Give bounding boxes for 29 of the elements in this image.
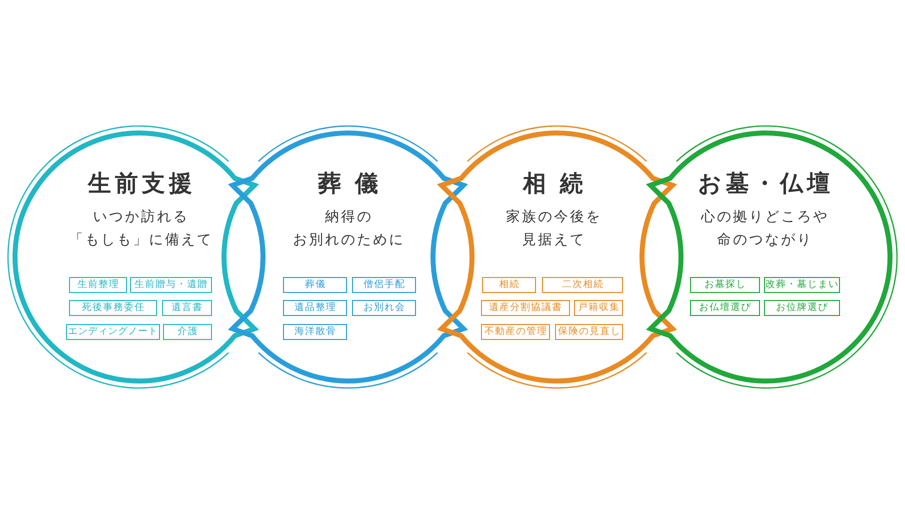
circle-heading: 相続 [522,171,597,199]
service-tag: 介護 [163,324,212,340]
circle-subtitle: 心の拠りどころや命のつながり [700,208,829,250]
service-tag: 遺言書 [162,300,212,316]
circle-heading: お墓・仏壇 [697,171,834,199]
service-tag: 生前贈与・遺贈 [130,277,212,293]
circle-subtitle: いつか訪れる「もしも」に備えて [68,208,213,250]
circle-subtitle: 家族の今後を見据えて [505,208,602,250]
service-tag: 生前整理 [69,277,127,293]
service-tag: 保険の見直し [555,324,623,340]
service-tag: 葬儀 [283,277,347,293]
service-tag: 相続 [482,277,536,293]
circle-heading: 生前支援 [86,171,196,199]
service-tag: 不動産の管理 [481,324,550,340]
service-tag: 遺品整理 [283,300,347,316]
circle-subtitle: 納得のお別れのために [292,208,405,250]
service-tag: 僧侶手配 [352,277,416,293]
service-tag: お仏壇選び [690,300,760,316]
service-tag: 二次相続 [542,277,623,293]
service-tag: お別れ会 [352,300,416,316]
service-tag: 改葬・墓じまい [764,277,840,293]
service-tag: お墓探し [690,277,760,293]
service-tag: お位牌選び [764,300,840,316]
service-tag: エンディングノート [66,324,160,340]
service-tag: 遺産分割協議書 [481,300,570,316]
service-tag: 海洋散骨 [283,324,347,340]
service-tag: 死後事務委任 [69,300,157,316]
circle-heading: 葬儀 [317,171,392,199]
service-tag: 戸籍収集 [574,300,623,316]
